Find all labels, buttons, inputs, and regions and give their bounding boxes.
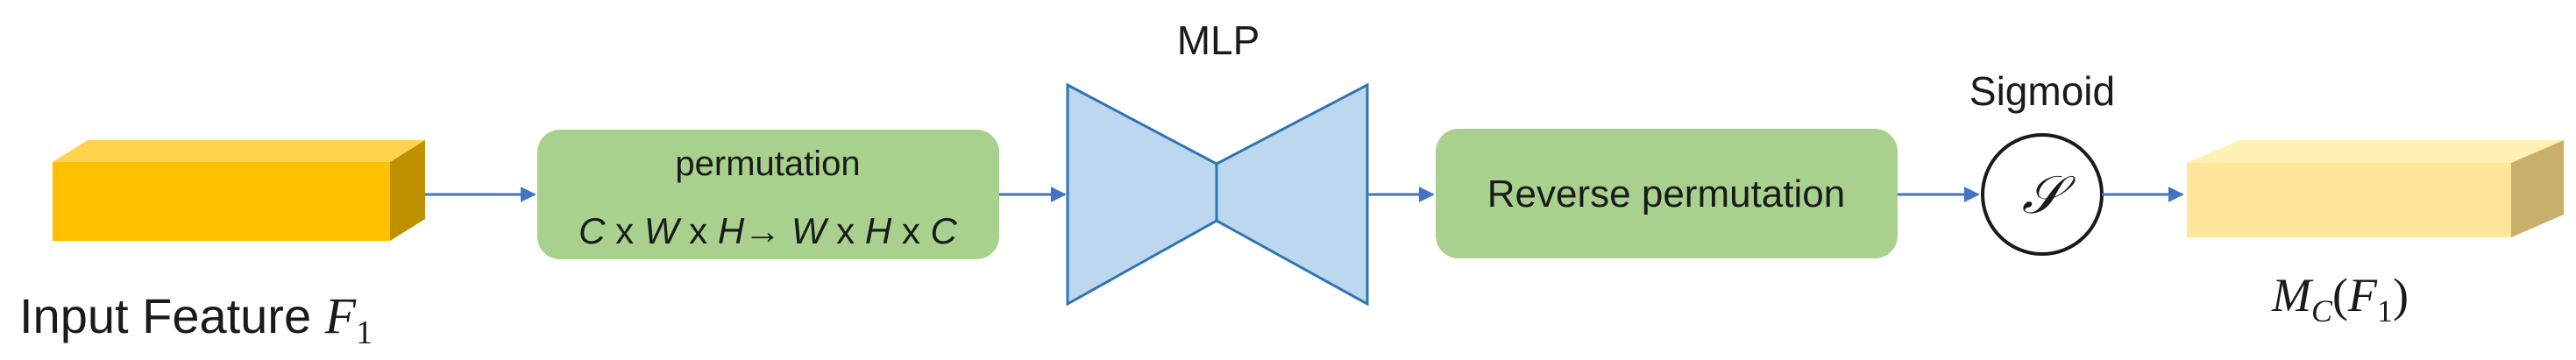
mlp-block [1066,82,1369,307]
formula-h2: H [865,210,892,251]
mlp-decoder [1215,82,1369,307]
input-block-front [53,162,390,241]
formula-w2: W [791,210,829,251]
permutation-rect [537,130,999,259]
formula-x3: x [826,210,864,251]
permutation-formula: C x W x H→ W x H x C [578,210,957,251]
input-feature-label: Input Feature F1 [19,287,373,351]
formula-c: C [578,210,606,251]
output-feature-block [2187,140,2564,237]
output-feature-label: MC(F1) [2271,269,2409,328]
sigmoid-label: Sigmoid [1969,68,2115,114]
reverse-permutation-box: Reverse permutation [1436,129,1898,258]
formula-w: W [644,210,682,251]
output-symbol: M [2271,269,2314,321]
output-block-side [2511,140,2564,237]
sigmoid-node: 𝒮 [1981,133,2104,256]
output-close-paren: ) [2393,269,2409,321]
output-block-front [2187,163,2511,237]
output-inner-symbol: F [2347,269,2378,321]
formula-x1: x [605,210,643,251]
mlp-label: MLP [1177,18,1260,63]
formula-x2: x [678,210,717,251]
formula-x4: x [891,210,930,251]
formula-h: H [718,210,745,251]
input-block-side [390,140,425,241]
input-feature-subscript: 1 [356,314,373,351]
input-feature-text: Input Feature [19,288,325,343]
reverse-permutation-rect [1436,129,1898,258]
reverse-permutation-label: Reverse permutation [1487,173,1845,215]
formula-c2: C [931,210,958,251]
output-subscript: C [2311,293,2333,328]
output-block-top [2187,140,2564,163]
mlp-encoder [1066,82,1218,307]
input-feature-symbol: F [324,287,357,344]
formula-arrow: → [744,210,791,251]
permutation-title: permutation [675,145,860,183]
input-feature-block [53,140,425,241]
input-block-top [53,140,425,162]
output-open-paren: ( [2332,269,2348,321]
output-inner-subscript: 1 [2377,293,2393,328]
permutation-box: permutation C x W x H→ W x H x C [537,130,999,259]
